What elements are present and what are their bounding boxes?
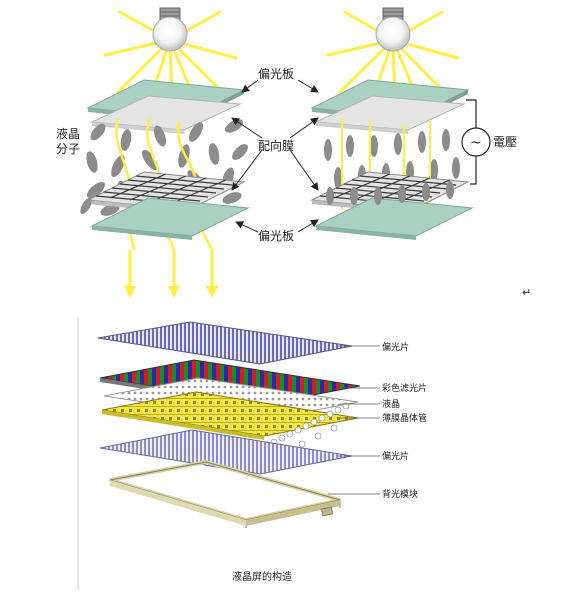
label-voltage: 電壓: [493, 135, 517, 149]
label-backlight: 背光模块: [382, 488, 418, 500]
label-polarizer-bottom: 偏光板: [258, 228, 294, 243]
left-output-light-arrows: [124, 250, 218, 298]
layer-backlight-module: [109, 459, 341, 528]
label-color-filter: 彩色滤光片: [382, 382, 427, 394]
ac-source-icon: [461, 127, 491, 157]
layer-polarizer-1: [97, 321, 353, 365]
top-pointer-arrows: [231, 79, 319, 233]
stray-return-mark: ↵: [522, 286, 531, 299]
left-bottom-polarizer: [90, 197, 250, 240]
label-tft: 薄膜晶体管: [382, 412, 427, 424]
right-panel-assembly: [310, 7, 491, 240]
left-panel-assembly: [80, 7, 250, 298]
caption-lcd-structure: 液晶屏的构造: [232, 570, 292, 583]
voltage-circuit: [461, 99, 491, 185]
ac-symbol: ~: [470, 135, 482, 151]
bottom-exploded-view: [77, 318, 380, 590]
label-alignment-film: 配向膜: [258, 138, 294, 153]
label-polarizer-1: 偏光片: [382, 341, 409, 353]
right-light-bulb-icon: [375, 7, 411, 52]
left-lower-molecules: [80, 192, 242, 215]
right-bottom-polarizer: [314, 197, 474, 240]
bottom-leader-lines: [328, 345, 380, 495]
label-liquid-crystal-line1: 液晶: [56, 126, 80, 141]
label-liquid-crystal: 液晶: [382, 398, 400, 410]
right-lower-molecules: [326, 181, 454, 205]
label-polarizer-2: 偏光片: [382, 450, 409, 462]
label-polarizer-top: 偏光板: [258, 66, 294, 81]
right-top-alignment-film: [314, 95, 466, 134]
label-liquid-crystal-line2: 分子: [56, 142, 80, 156]
left-light-bulb-icon: [152, 7, 188, 52]
